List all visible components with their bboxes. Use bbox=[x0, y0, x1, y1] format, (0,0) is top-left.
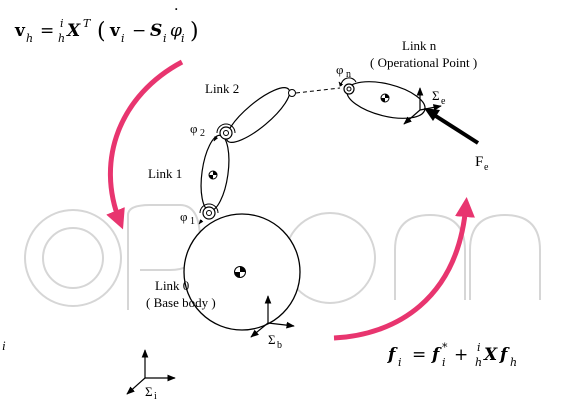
label-edge-i: i bbox=[2, 338, 6, 353]
eq-top-S: S bbox=[150, 21, 162, 41]
eq-top-minus: − bbox=[132, 21, 146, 41]
force-transfer-arrow bbox=[333, 197, 475, 341]
joint-1 bbox=[198, 203, 219, 225]
eq-top-sub-h: h bbox=[26, 32, 33, 45]
eq-bot-equals: = bbox=[412, 345, 426, 365]
frame-sigma-i bbox=[126, 349, 176, 395]
label-sigma-e-sub: e bbox=[441, 96, 446, 107]
eq-bot-sub-h: h bbox=[475, 356, 482, 369]
eq-bot-X: X bbox=[483, 345, 498, 365]
label-phi-1: φ bbox=[180, 209, 188, 224]
external-force-arrowhead bbox=[424, 108, 440, 121]
label-phi-1-sub: 1 bbox=[190, 216, 195, 227]
eq-top-vi: v bbox=[109, 21, 121, 41]
link-0-base-body bbox=[183, 213, 301, 331]
link-n-end-effector bbox=[346, 81, 426, 119]
label-sigma-b: Σ bbox=[268, 332, 276, 347]
eq-top-vi-sub: i bbox=[121, 32, 125, 45]
eq-bot-sup-i: i bbox=[477, 341, 481, 354]
label-force: F bbox=[475, 154, 483, 170]
eq-top-X: X bbox=[66, 21, 81, 41]
label-base-body: ( Base body ) bbox=[146, 295, 216, 310]
link-2 bbox=[225, 87, 291, 143]
label-phi-2: φ bbox=[190, 121, 198, 136]
velocity-transfer-arrow bbox=[106, 59, 184, 230]
joint-n bbox=[338, 77, 357, 95]
eq-bot-f3-sub: h bbox=[510, 356, 517, 369]
label-phi-2-sub: 2 bbox=[200, 128, 205, 139]
label-link-1: Link 1 bbox=[148, 166, 182, 181]
joint-2 bbox=[213, 123, 236, 142]
eq-top-phi-dot: ˙ bbox=[172, 6, 181, 26]
eq-bot-f2-sub: i bbox=[442, 356, 446, 369]
label-link-0: Link 0 bbox=[155, 278, 189, 293]
frame-sigma-b bbox=[250, 295, 295, 338]
label-sigma-e: Σ bbox=[432, 88, 440, 103]
force-equation: f i = f * i + i h X f h bbox=[387, 341, 517, 369]
eq-bot-f3: f bbox=[499, 345, 510, 365]
eq-top-S-sub: i bbox=[163, 32, 167, 45]
eq-top-phi: φ bbox=[170, 21, 182, 41]
watermark-logo bbox=[24, 204, 541, 310]
label-operational-point: ( Operational Point ) bbox=[370, 55, 477, 70]
velocity-equation: v h = i h X T ( v i − S i φ ˙ i ) bbox=[14, 6, 199, 45]
eq-bot-f2: f bbox=[431, 345, 442, 365]
eq-bot-f-sub: i bbox=[398, 356, 402, 369]
eq-top-v: v bbox=[14, 21, 26, 41]
eq-top-lparen: ( bbox=[97, 19, 106, 44]
label-link-n: Link n bbox=[402, 38, 437, 53]
external-force-arrow bbox=[429, 111, 480, 145]
label-force-sub: e bbox=[484, 162, 489, 173]
eq-top-sup-i: i bbox=[60, 17, 64, 30]
eq-top-phi-sub: i bbox=[181, 32, 185, 45]
intermediate-links-dashed bbox=[295, 87, 341, 94]
eq-bot-plus: + bbox=[454, 345, 468, 365]
label-sigma-i-sub: i bbox=[154, 391, 157, 400]
link-1 bbox=[200, 134, 230, 212]
label-sigma-b-sub: b bbox=[277, 340, 282, 351]
link-2-end-joint bbox=[288, 89, 296, 97]
eq-top-rparen: ) bbox=[190, 19, 199, 44]
eq-top-equals: = bbox=[40, 21, 54, 41]
eq-top-T: T bbox=[83, 17, 92, 30]
frame-sigma-e bbox=[403, 87, 442, 125]
label-link-2: Link 2 bbox=[205, 81, 239, 96]
label-phi-n: φ bbox=[336, 62, 344, 77]
eq-bot-f2-sup: * bbox=[442, 341, 448, 354]
eq-bot-f: f bbox=[387, 345, 398, 365]
label-sigma-i: Σ bbox=[145, 384, 153, 399]
label-phi-n-sub: n bbox=[346, 69, 351, 80]
eq-top-sub-h2: h bbox=[58, 32, 65, 45]
